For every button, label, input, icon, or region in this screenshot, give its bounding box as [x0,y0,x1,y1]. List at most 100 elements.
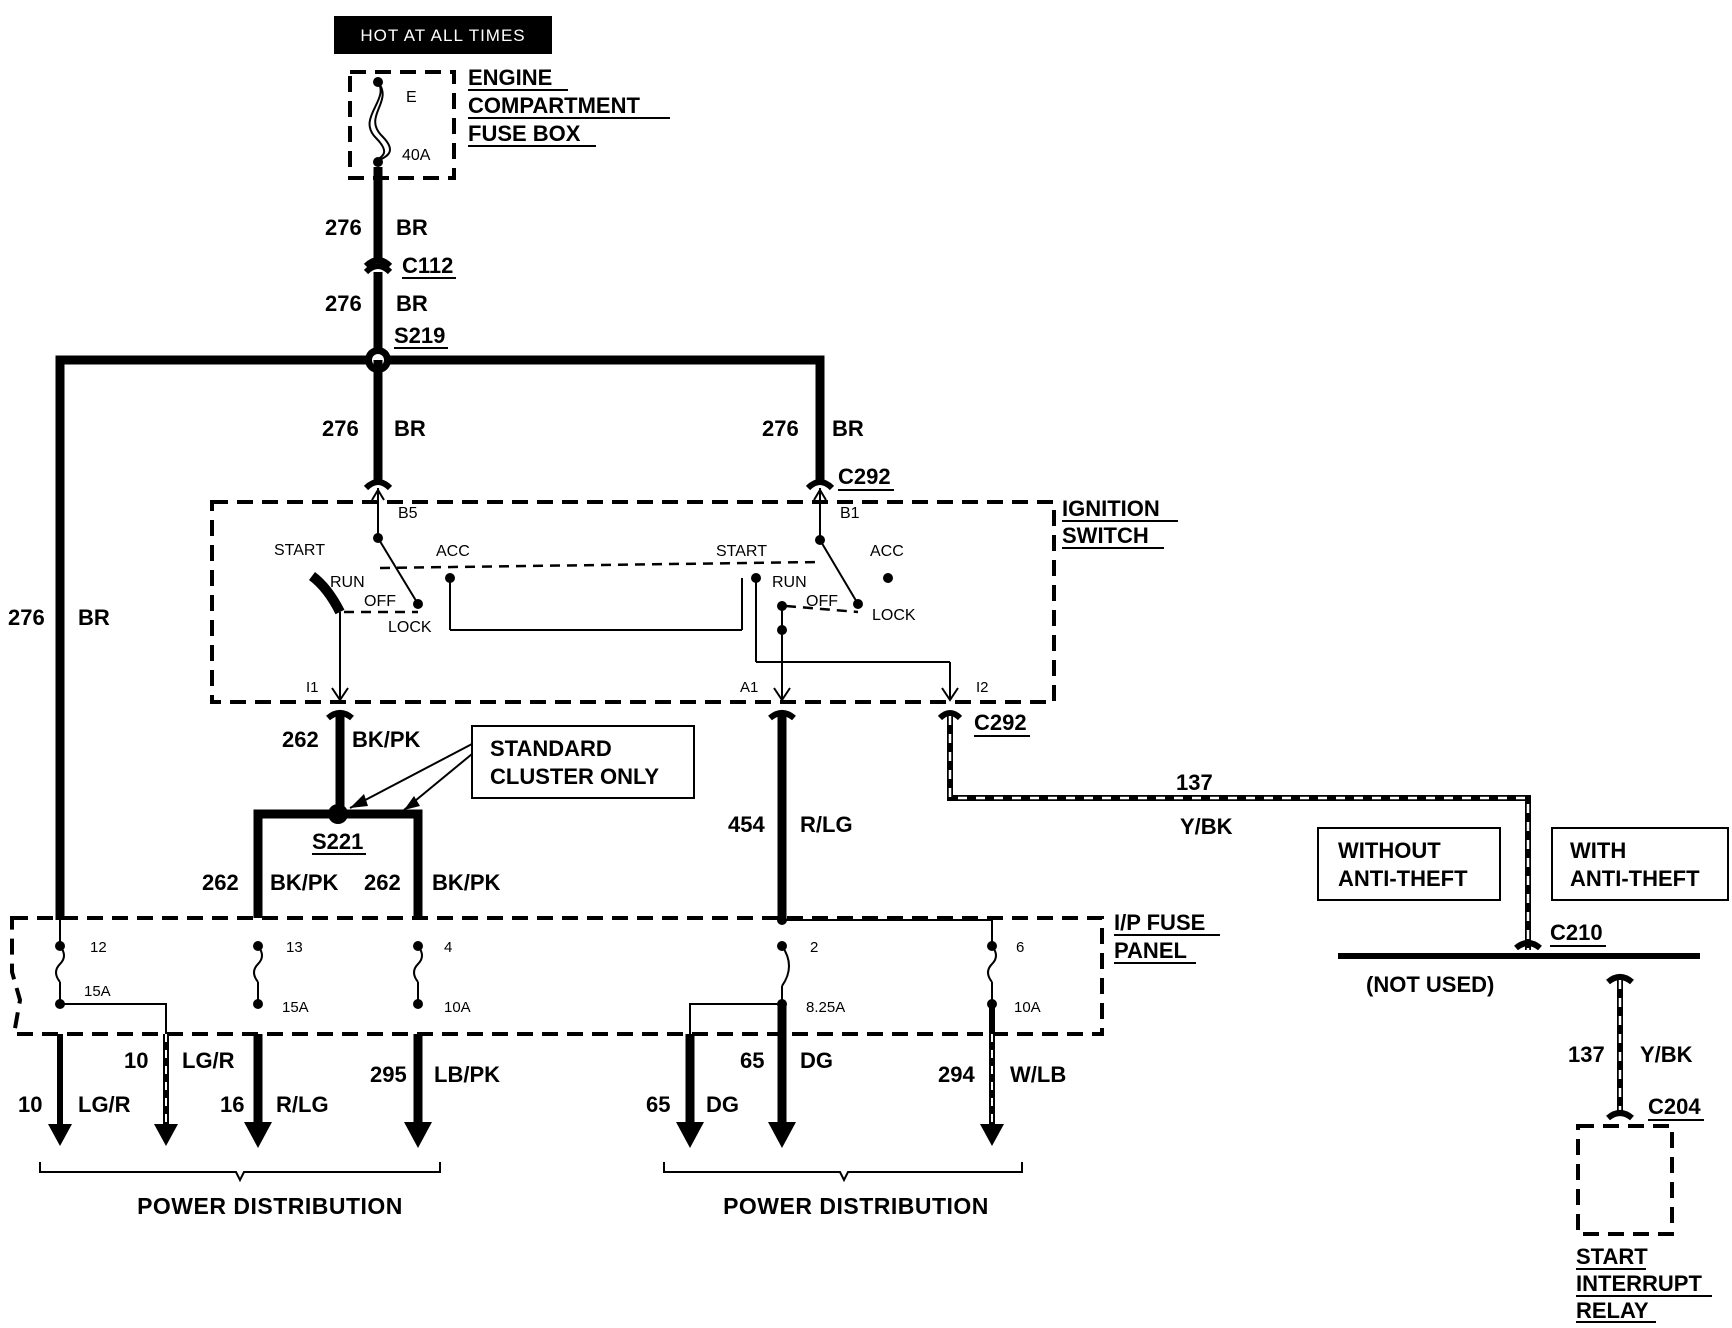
switch-right-pin-top: B1 [840,505,860,522]
output-2-color: LG/R [182,1048,235,1073]
standard-cluster-line-2: CLUSTER ONLY [490,764,659,789]
relay-title-3: RELAY [1576,1298,1649,1323]
ignition-switch-right-section: B1 START ACC RUN OFF LOCK A1 I2 [716,488,989,702]
output-2-circuit: 10 [124,1048,148,1073]
wire-top1-color: BR [396,215,428,240]
power-distribution-left-bracket [39,1162,441,1183]
wire-i1-color: BK/PK [352,727,421,752]
splice-s219-label: S219 [394,323,445,348]
switch-left-off: OFF [364,593,396,610]
wire-relay-circuit: 137 [1568,1042,1605,1067]
output-10-lgr-a [48,1034,72,1146]
wire-262-s221-right [340,809,423,918]
fuse-box-title-1: ENGINE [468,65,552,90]
ip-fuse-13: 13 15A [253,939,309,1016]
output-295-lbpk [404,1034,432,1148]
output-4-circuit: 295 [370,1062,407,1087]
switch-left-start: START [274,542,325,559]
wire-top2-circuit: 276 [325,291,362,316]
output-3-color: R/LG [276,1092,329,1117]
ip-fuse-6-rating: 10A [1014,999,1041,1016]
connector-c292-bottom-label: C292 [974,710,1027,735]
output-65-dg-b [768,1004,796,1148]
switch-right-off: OFF [806,593,838,610]
standard-cluster-callout [471,725,695,799]
ignition-switch-box [210,500,1056,704]
wire-s221-left-color: BK/PK [270,870,339,895]
ip-fuse-2: 2 8.25A [689,915,993,1036]
not-used-label: (NOT USED) [1366,972,1494,997]
hot-at-all-times-label: HOT AT ALL TIMES [360,26,525,45]
wire-right-branch-circuit: 276 [762,416,799,441]
wire-a1-circuit: 454 [728,812,765,837]
ignition-switch-left-section: B5 START ACC RUN OFF LOCK I1 [274,488,743,702]
switch-right-pin-out2: I2 [976,679,989,696]
output-6-circuit: 65 [740,1048,764,1073]
connector-c112-shape [363,257,393,269]
wire-i1-circuit: 262 [282,727,319,752]
ignition-switch-title-1: IGNITION [1062,496,1160,521]
wire-anti-theft-circuit: 137 [1176,770,1213,795]
wire-mid-branch-color: BR [394,416,426,441]
switch-left-pin-top: B5 [398,505,418,522]
connector-c112-label: C112 [402,253,453,278]
engine-compartment-fuse-box: E 40A [348,70,456,180]
connector-c210-label: C210 [1550,920,1603,945]
wire-right-branch-color: BR [832,416,864,441]
wire-left-branch-color: BR [78,605,110,630]
ip-fuse-4: 4 10A [413,939,471,1016]
wire-s221-right-color: BK/PK [432,870,501,895]
output-294-wlb [980,1004,1004,1146]
ip-fuse-12-number: 12 [90,939,107,956]
ip-fuse-2-number: 2 [810,939,818,956]
ip-fuse-6-number: 6 [1016,939,1024,956]
ip-fuse-13-number: 13 [286,939,303,956]
switch-right-start: START [716,543,767,560]
wire-276-left-branch [55,355,825,920]
switch-right-run: RUN [772,574,807,591]
switch-right-pin-out: A1 [740,679,758,696]
ip-fuse-panel-title-2: PANEL [1114,938,1187,963]
ip-fuse-2-rating: 8.25A [806,999,845,1016]
connector-c292-top-label: C292 [838,464,891,489]
output-1-circuit: 10 [18,1092,42,1117]
wire-anti-theft-color: Y/BK [1180,814,1233,839]
output-65-dg-a [676,1034,704,1148]
wire-262-s221-left [253,809,340,918]
fuse-e-id: E [406,89,417,106]
splice-s221-label: S221 [312,829,363,854]
wire-top2-color: BR [396,291,428,316]
with-anti-theft-line-2: ANTI-THEFT [1570,866,1700,891]
output-7-color: W/LB [1010,1062,1066,1087]
fuse-box-title-3: FUSE BOX [468,121,581,146]
start-interrupt-relay-box [1576,1124,1674,1236]
ip-fuse-12-rating: 15A [84,983,111,1000]
ignition-switch-title-2: SWITCH [1062,523,1149,548]
switch-right-lock: LOCK [872,607,916,624]
ip-fuse-panel-title-1: I/P FUSE [1114,910,1205,935]
standard-cluster-line-1: STANDARD [490,736,612,761]
ip-fuse-12: 12 15A [55,920,167,1036]
power-distribution-right-label: POWER DISTRIBUTION [723,1193,989,1219]
without-anti-theft-line-1: WITHOUT [1338,838,1441,863]
without-anti-theft-callout [1317,827,1501,901]
wire-left-branch-circuit: 276 [8,605,45,630]
fuse-e-rating: 40A [402,147,431,164]
ip-fuse-13-rating: 15A [282,999,309,1016]
with-anti-theft-callout [1551,827,1729,901]
output-7-circuit: 294 [938,1062,975,1087]
wire-s221-right-circuit: 262 [364,870,401,895]
relay-title-2: INTERRUPT [1576,1271,1702,1296]
output-1-color: LG/R [78,1092,131,1117]
power-distribution-right-bracket [663,1162,1023,1183]
wire-s221-left-circuit: 262 [202,870,239,895]
output-5-circuit: 65 [646,1092,670,1117]
power-distribution-left-label: POWER DISTRIBUTION [137,1193,403,1219]
relay-title-1: START [1576,1244,1648,1269]
output-10-lgr-b [154,1034,178,1146]
output-3-circuit: 16 [220,1092,244,1117]
output-16-rlg [244,1034,272,1148]
switch-left-acc: ACC [436,543,470,560]
output-5-color: DG [706,1092,739,1117]
